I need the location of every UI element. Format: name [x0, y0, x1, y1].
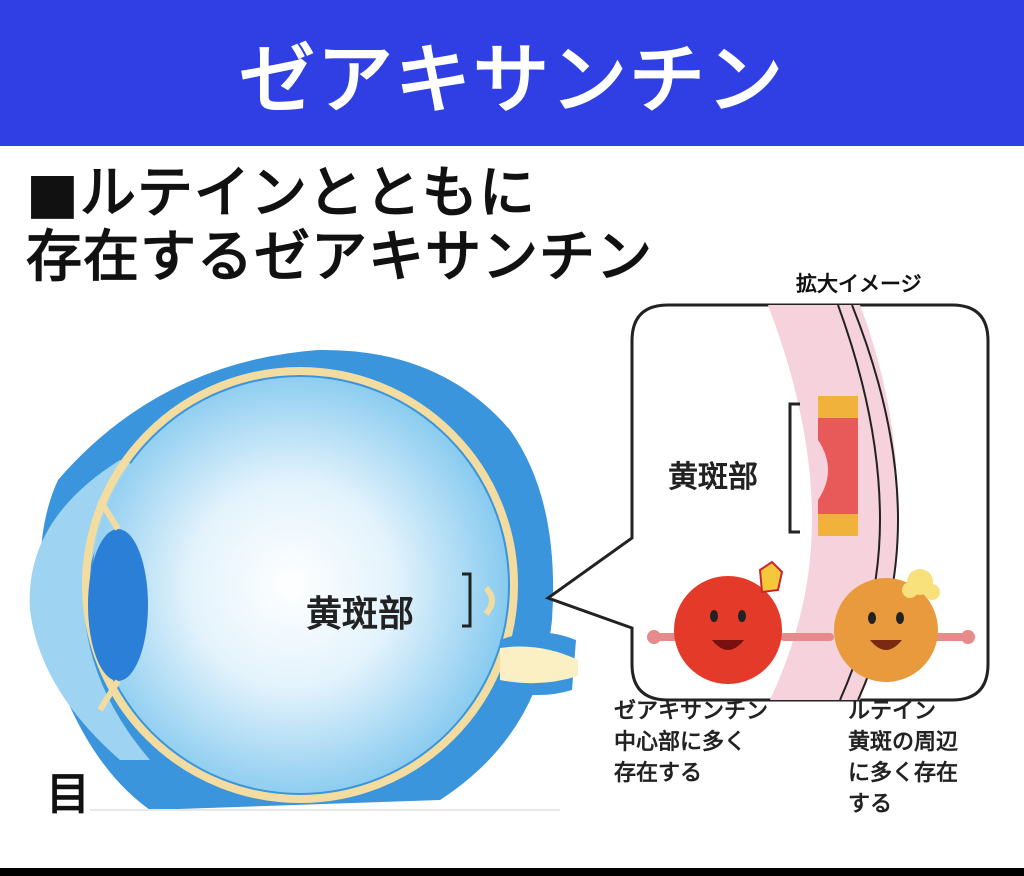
lutein-caption-line: に多く存在	[848, 761, 959, 786]
eyeball	[29, 349, 578, 811]
zeaxanthin-caption: ゼアキサンチン 中心部に多く 存在する	[614, 696, 768, 789]
zeaxanthin-caption-line: ゼアキサンチン	[614, 699, 769, 724]
bottom-bar	[0, 868, 1024, 876]
eye-caption: 目	[46, 769, 90, 820]
zeaxanthin-caption-line: 存在する	[614, 761, 703, 786]
lutein-caption: ルテイン 黄斑の周辺 に多く存在 する	[848, 696, 958, 820]
banner-title: ゼアキサンチン	[239, 35, 785, 124]
zeaxanthin-character	[647, 560, 834, 684]
lutein-caption-line: 黄斑の周辺	[848, 730, 959, 755]
lutein-caption-line: する	[848, 792, 893, 817]
macula-label-zoom: 黄斑部	[668, 460, 758, 495]
macula-label-eye: 黄斑部	[306, 594, 415, 635]
heading-line-1: ■ルテインとともに	[26, 161, 536, 226]
title-banner: ゼアキサンチン	[0, 0, 1024, 146]
lutein-character	[834, 569, 975, 682]
heading-line-2: 存在するゼアキサンチン	[26, 225, 653, 290]
zoom-label: 拡大イメージ	[796, 272, 922, 296]
zeaxanthin-caption-line: 中心部に多く	[614, 730, 747, 755]
section-heading: ■ルテインとともに 存在するゼアキサンチン	[26, 162, 666, 290]
lutein-caption-line: ルテイン	[848, 699, 937, 724]
